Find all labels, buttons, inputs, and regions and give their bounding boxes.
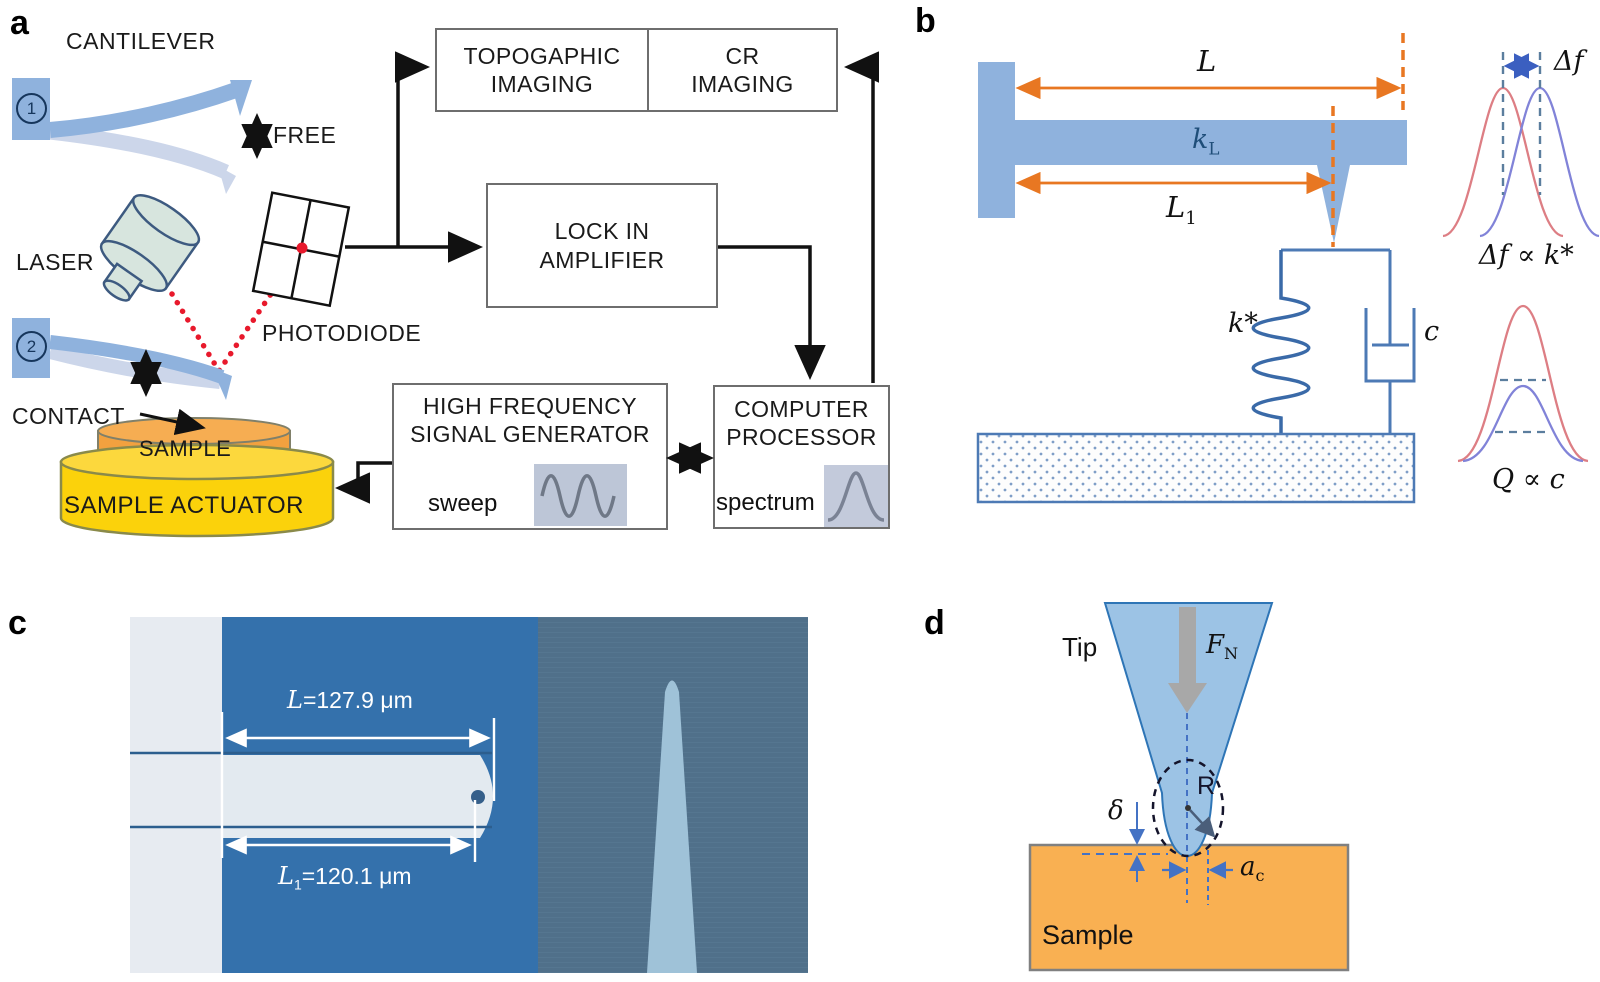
contact-stiffness-label: k* xyxy=(1228,308,1258,339)
contact-state-number: 2 xyxy=(26,336,37,356)
d-sample-label: Sample xyxy=(1042,920,1134,950)
cantilever-chip-region xyxy=(130,617,222,973)
free-label: FREE xyxy=(273,122,337,148)
laser-beam-dotted xyxy=(169,245,305,377)
contact-radius-sub: c xyxy=(1255,866,1265,886)
processor-to-cr-line xyxy=(844,51,879,383)
beam-stiffness-main: k xyxy=(1192,124,1209,155)
q-relation-label: Q ∝ c xyxy=(1492,464,1565,495)
normal-force-arrow-head xyxy=(1168,683,1207,713)
contact-label: CONTACT xyxy=(12,403,125,429)
spectrum-label: spectrum xyxy=(716,489,815,516)
length1-measurement-value: =120.1 μm xyxy=(301,863,412,889)
normal-force-sub: N xyxy=(1224,644,1239,664)
topographic-imaging-label: TOPOGAPHIC IMAGING xyxy=(463,42,621,97)
resonance-curve-shifted-blue xyxy=(1479,86,1600,238)
normal-force-main: F xyxy=(1206,630,1225,660)
indentation-label: δ xyxy=(1108,796,1124,826)
laser-label: LASER xyxy=(16,249,94,275)
damping-label: c xyxy=(1424,316,1440,347)
cantilever-contact-beam xyxy=(49,335,225,384)
length1-measurement-sub: 1 xyxy=(293,876,302,893)
cr-imaging-label: CR IMAGING xyxy=(691,42,794,97)
sample-label: SAMPLE xyxy=(139,436,232,461)
sem-image-background xyxy=(538,617,808,973)
beam-stiffness-label: kL xyxy=(1192,124,1220,158)
imaging-box: TOPOGAPHIC IMAGING CR IMAGING xyxy=(435,28,838,112)
contact-state-marker: 2 xyxy=(16,331,47,362)
radius-label: R xyxy=(1197,772,1216,800)
radius-arrow xyxy=(1189,809,1216,838)
probe-tip-spot xyxy=(471,790,485,804)
panel-b-tag: b xyxy=(915,2,936,40)
lock-in-amplifier-label: LOCK IN AMPLIFIER xyxy=(539,218,665,273)
length-measurement-label: L=127.9 μm xyxy=(287,686,413,714)
spectrum-peak-icon xyxy=(824,465,888,527)
length1-measurement-main: L xyxy=(278,862,294,890)
contact-pointer-arrow xyxy=(139,408,206,436)
length-L1-label: L1 xyxy=(1166,190,1197,229)
contact-radius-label: ac xyxy=(1240,852,1265,885)
optical-micrograph-background xyxy=(130,617,538,973)
resonance-curve-free-red xyxy=(1442,86,1564,238)
tip-label: Tip xyxy=(1062,632,1098,662)
generator-to-actuator-line xyxy=(335,461,392,504)
panel-d-tag: d xyxy=(924,604,945,642)
laser-icon xyxy=(99,194,201,302)
signal-generator-box: HIGH FREQUENCY SIGNAL GENERATOR xyxy=(392,383,668,530)
model-base-block xyxy=(978,62,1015,218)
photodiode-icon xyxy=(251,191,351,308)
signal-generator-label: HIGH FREQUENCY SIGNAL GENERATOR xyxy=(410,393,650,448)
cantilever-contact-ghost xyxy=(48,345,221,389)
panel-a-tag: a xyxy=(10,4,29,42)
beam-stiffness-sub: L xyxy=(1208,138,1220,159)
cantilever-beam-image xyxy=(222,755,493,838)
length-measurement-value: =127.9 μm xyxy=(302,687,413,713)
cr-imaging-box: CR IMAGING xyxy=(649,30,836,110)
photodiode-label: PHOTODIODE xyxy=(262,320,422,346)
cantilever-free-beam xyxy=(49,82,239,138)
cantilever-free-ghost-tip xyxy=(218,166,236,194)
tip-cone-d xyxy=(1103,602,1274,857)
normal-force-label: FN xyxy=(1206,630,1238,663)
model-tip-triangle xyxy=(1317,165,1350,243)
contact-spring xyxy=(1251,250,1311,434)
lock-in-amplifier-box: LOCK IN AMPLIFIER xyxy=(486,183,718,308)
computer-processor-label: COMPUTER PROCESSOR xyxy=(726,396,877,451)
cantilever-contact-tip xyxy=(212,368,232,400)
cantilever-label: CANTILEVER xyxy=(66,28,216,54)
computer-processor-box: COMPUTER PROCESSOR xyxy=(713,385,890,529)
length-L-label: L xyxy=(1197,44,1217,78)
topographic-imaging-box: TOPOGAPHIC IMAGING xyxy=(437,30,649,110)
tip-radius-center-dot xyxy=(1185,805,1191,811)
free-state-marker: 1 xyxy=(16,93,47,124)
length-measurement-main: L xyxy=(287,686,303,714)
sem-tip-cone xyxy=(647,680,697,973)
freq-relation-label: Δf ∝ k* xyxy=(1479,240,1574,271)
sweep-label: sweep xyxy=(428,490,498,517)
panel-c-tag: c xyxy=(8,604,27,642)
sweep-wave-icon xyxy=(534,464,627,526)
model-sample-block xyxy=(976,432,1416,504)
free-state-number: 1 xyxy=(26,98,37,118)
contact-radius-main: a xyxy=(1240,852,1256,882)
length-L1-sub: 1 xyxy=(1185,207,1197,229)
laser-spot xyxy=(296,242,308,254)
delta-f-label: Δf xyxy=(1554,46,1584,77)
panel-c-artwork xyxy=(130,617,808,973)
cantilever-free-ghost xyxy=(49,124,229,179)
photodiode-to-topographic-line xyxy=(395,51,430,247)
lockin-to-processor-line xyxy=(718,245,826,380)
length1-measurement-label: L1=120.1 μm xyxy=(278,862,412,893)
contact-damper xyxy=(1364,250,1416,434)
q-curve-tall-red xyxy=(1457,304,1589,463)
cantilever-free-tip xyxy=(230,80,252,116)
q-curve-short-blue xyxy=(1462,384,1584,463)
actuator-label: SAMPLE ACTUATOR xyxy=(64,492,304,519)
sample-block-d xyxy=(1028,843,1350,972)
length-L1-main: L xyxy=(1166,190,1186,224)
normal-force-arrow-shaft xyxy=(1179,607,1196,685)
